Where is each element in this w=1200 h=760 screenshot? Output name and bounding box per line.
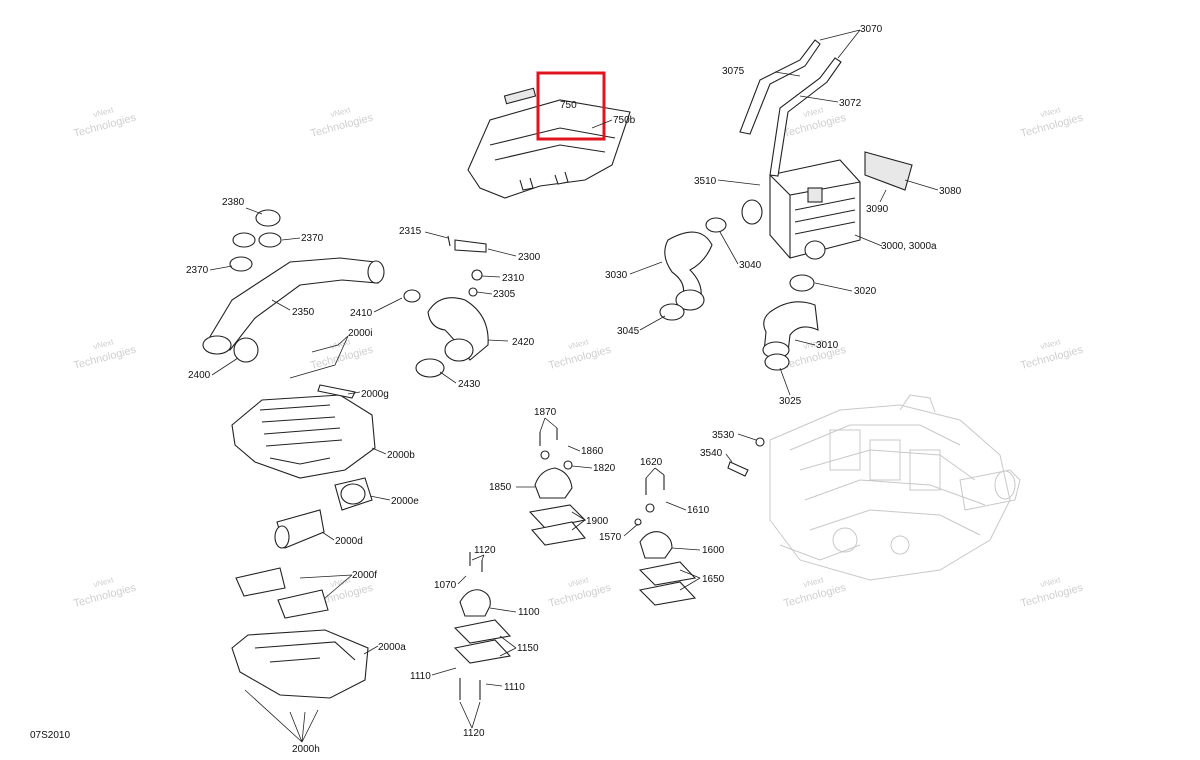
label-2420: 2420	[512, 337, 535, 348]
label-2315: 2315	[399, 226, 422, 237]
label-1110: 1110	[410, 671, 431, 682]
clamps-2370-2380	[229, 209, 282, 272]
label-3030: 3030	[605, 270, 628, 281]
intercooler-3000	[741, 159, 861, 260]
hose-3010	[762, 301, 819, 359]
label-2000b: 2000b	[387, 450, 415, 461]
engine-block-ghost	[769, 394, 1021, 581]
label-3010: 3010	[816, 340, 839, 351]
label-1820: 1820	[593, 463, 616, 474]
label-2000i: 2000i	[348, 328, 372, 339]
label-2000h: 2000h	[292, 744, 320, 755]
watermark: vNext Technologies	[72, 337, 138, 372]
label-2000e: 2000e	[391, 496, 419, 507]
label-750: 750	[560, 100, 577, 111]
air-tube-2350	[202, 257, 385, 363]
label-1610: 1610	[687, 505, 710, 516]
label-3020: 3020	[854, 286, 877, 297]
label-3025: 3025	[779, 396, 802, 407]
airbox-pieces	[235, 477, 373, 619]
label-2370: 2370	[186, 265, 209, 276]
label-2305: 2305	[493, 289, 516, 300]
label-750b: 750b	[613, 115, 636, 126]
mount-1600	[634, 475, 697, 606]
label-1620: 1620	[640, 457, 663, 468]
label-2430: 2430	[458, 379, 481, 390]
watermark: vNext Technologies	[782, 575, 848, 610]
label-3075: 3075	[722, 66, 745, 77]
label-3540: 3540	[700, 448, 723, 459]
label-2380: 2380	[222, 197, 245, 208]
watermark: vNext Technologies	[72, 105, 138, 140]
watermark: vNext Technologies	[1019, 575, 1085, 610]
watermark: vNext Technologies	[547, 337, 613, 372]
label-1110: 1110	[504, 682, 525, 693]
label-2370: 2370	[301, 233, 324, 244]
label-1570: 1570	[599, 532, 622, 543]
watermark: vNext Technologies	[72, 575, 138, 610]
hose-3030	[664, 231, 713, 311]
bracket-2000g	[317, 384, 356, 399]
engine-cover-750	[467, 87, 631, 199]
label-3070: 3070	[860, 24, 883, 35]
label-2000g: 2000g	[361, 389, 389, 400]
airbox-top-2000b	[231, 394, 376, 479]
label-2410: 2410	[350, 308, 373, 319]
label-2000f: 2000f	[352, 570, 377, 581]
highlight-box	[536, 71, 606, 141]
label-2000d: 2000d	[335, 536, 363, 547]
part-labels: 3070 3075 3072 3510 3080 3090 3000, 3000…	[30, 24, 962, 755]
label-1850: 1850	[489, 482, 512, 493]
mount-1100	[453, 552, 512, 700]
watermark: vNext Technologies	[1019, 337, 1085, 372]
watermark: vNext Technologies	[1019, 105, 1085, 140]
label-2310: 2310	[502, 273, 525, 284]
label-1120: 1120	[463, 728, 485, 739]
intake-hose-2420	[403, 289, 489, 378]
leader-lines	[209, 29, 939, 743]
fittings-2300	[447, 235, 487, 297]
label-3072: 3072	[839, 98, 862, 109]
label-1900: 1900	[586, 516, 609, 527]
label-2300: 2300	[518, 252, 541, 263]
clips-3530-3540	[727, 437, 765, 477]
label-2400: 2400	[188, 370, 211, 381]
label-1100: 1100	[518, 607, 540, 618]
label-1650: 1650	[702, 574, 725, 585]
label-1600: 1600	[702, 545, 725, 556]
label-2350: 2350	[292, 307, 315, 318]
label-3510: 3510	[694, 176, 717, 187]
label-1120: 1120	[474, 545, 496, 556]
clamps-right	[659, 217, 815, 371]
label-3530: 3530	[712, 430, 735, 441]
label-2000a: 2000a	[378, 642, 406, 653]
mount-1850	[528, 428, 587, 546]
label-3080: 3080	[939, 186, 962, 197]
intercooler-bracket-3080	[864, 151, 913, 191]
label-3040: 3040	[739, 260, 762, 271]
label-1860: 1860	[581, 446, 604, 457]
label-3045: 3045	[617, 326, 640, 337]
label-3000: 3000, 3000a	[881, 241, 937, 252]
label-1070: 1070	[434, 580, 457, 591]
watermark: vNext Technologies	[547, 575, 613, 610]
label-3090: 3090	[866, 204, 889, 215]
airbox-bottom-2000a	[231, 629, 369, 699]
diagram-code: 07S2010	[30, 730, 70, 741]
label-1150: 1150	[517, 643, 539, 654]
straps-3070	[739, 39, 842, 177]
label-1870: 1870	[534, 407, 557, 418]
watermark: vNext Technologies	[309, 105, 375, 140]
